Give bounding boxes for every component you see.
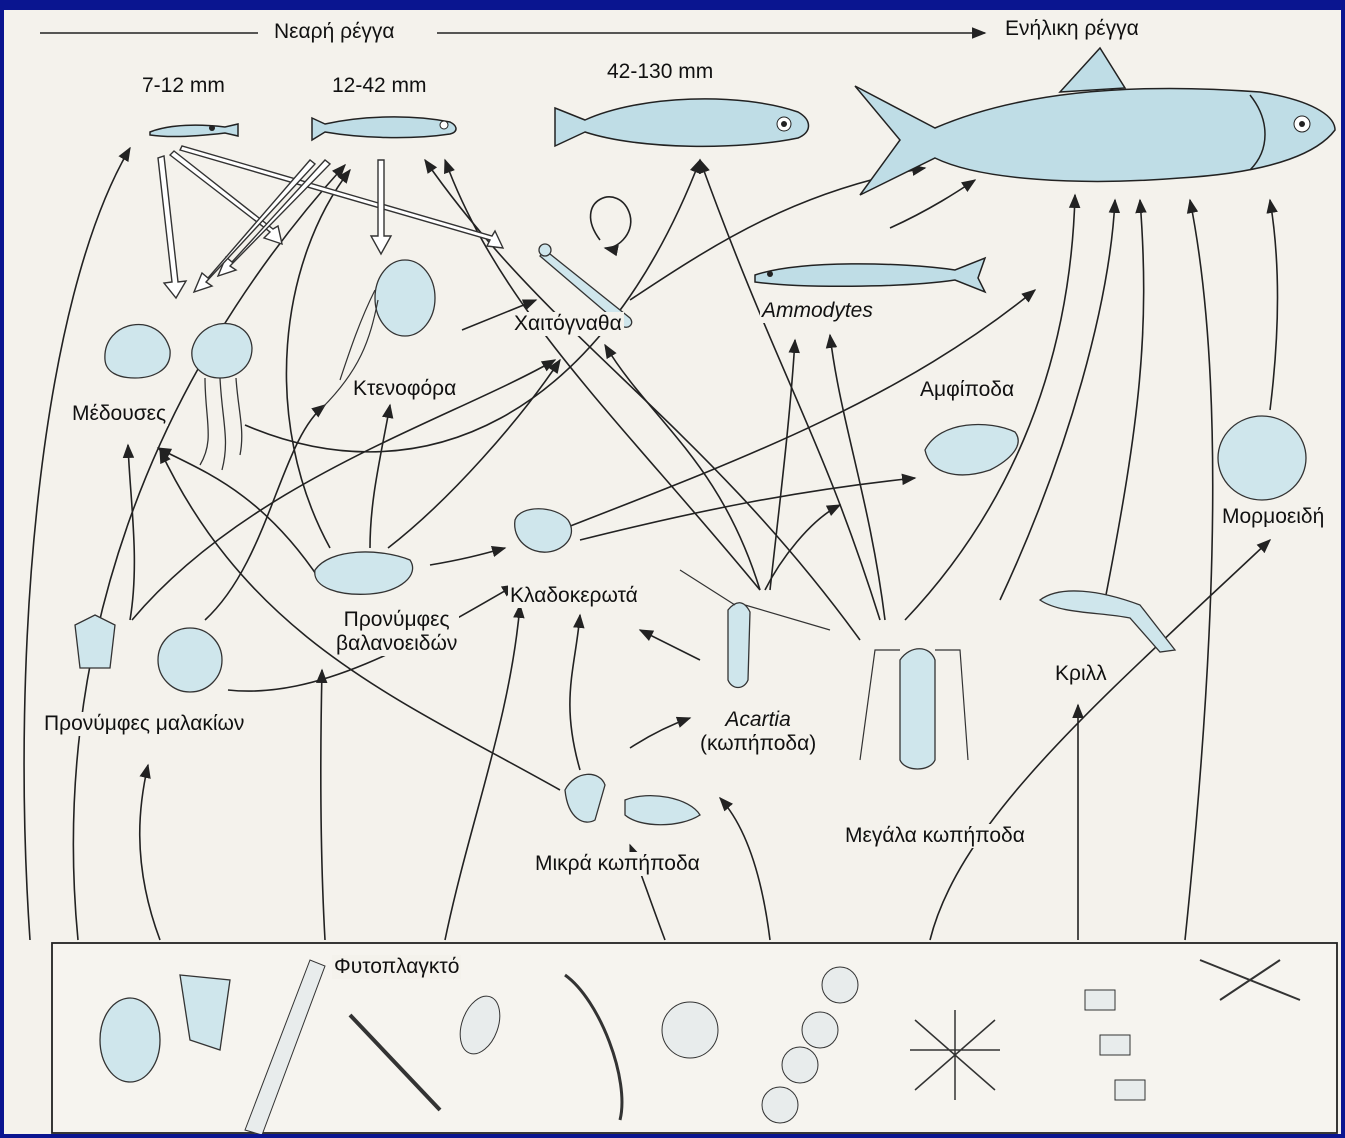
medusa-2: [192, 323, 252, 470]
mollusc-larva-2: [158, 628, 222, 692]
larvacean-organism: [1218, 416, 1306, 500]
chaetognaths-label: Χαιτόγναθα: [512, 312, 624, 336]
juvenile-herring-label: Νεαρή ρέγγα: [272, 20, 397, 44]
ammodytes-label: Ammodytes: [760, 299, 875, 323]
amphipods-label: Αμφίποδα: [918, 378, 1016, 402]
cladoceran-organism: [515, 509, 572, 552]
phytoplankton-label: Φυτοπλαγκτό: [332, 955, 461, 979]
adult-herring: [855, 48, 1335, 195]
size-label-3: 42-130 mm: [605, 60, 715, 84]
ammodytes-fish: [755, 258, 985, 292]
krill-organism: [1040, 591, 1175, 652]
predation-hollow-arrows: [158, 146, 503, 298]
size-label-1: 7-12 mm: [140, 74, 227, 98]
small-copepod-organism: [565, 774, 700, 824]
amphipod-organism: [925, 425, 1018, 475]
ctenophores-label: Κτενοφόρα: [351, 377, 458, 401]
larval-herring-medium: [312, 117, 456, 140]
acartia-organism: [680, 570, 830, 688]
acartia-label: Acartia (κωπήποδα): [698, 708, 818, 756]
barnacle-larvae-line2: βαλανοειδών: [336, 632, 457, 656]
adult-herring-label: Ενήλικη ρέγγα: [1003, 17, 1141, 41]
barnacle-larvae-line1: Προνύμφες: [336, 608, 457, 632]
krill-label: Κριλλ: [1053, 662, 1109, 686]
larvaceans-label: Μορμοειδή: [1220, 505, 1326, 529]
acartia-line1: Acartia: [700, 708, 816, 732]
mollusc-larva-1: [75, 615, 115, 668]
small-copepods-label: Μικρά κωπήποδα: [533, 852, 702, 876]
juvenile-herring: [555, 99, 809, 146]
acartia-line2: (κωπήποδα): [700, 732, 816, 756]
large-copepod-organism: [860, 649, 968, 769]
medusae-label: Μέδουσες: [70, 402, 168, 426]
mollusc-larvae-label: Προνύμφες μαλακίων: [42, 712, 246, 736]
size-label-2: 12-42 mm: [330, 74, 429, 98]
cladocerans-label: Κλαδοκερωτά: [508, 584, 640, 608]
cannibalism-loop: [591, 197, 631, 248]
medusa-1: [105, 325, 170, 378]
larval-herring-small: [150, 124, 238, 136]
large-copepods-label: Μεγάλα κωπήποδα: [843, 824, 1027, 848]
barnacle-larvae-label: Προνύμφες βαλανοειδών: [334, 608, 459, 656]
barnacle-larva-organism: [315, 552, 413, 594]
